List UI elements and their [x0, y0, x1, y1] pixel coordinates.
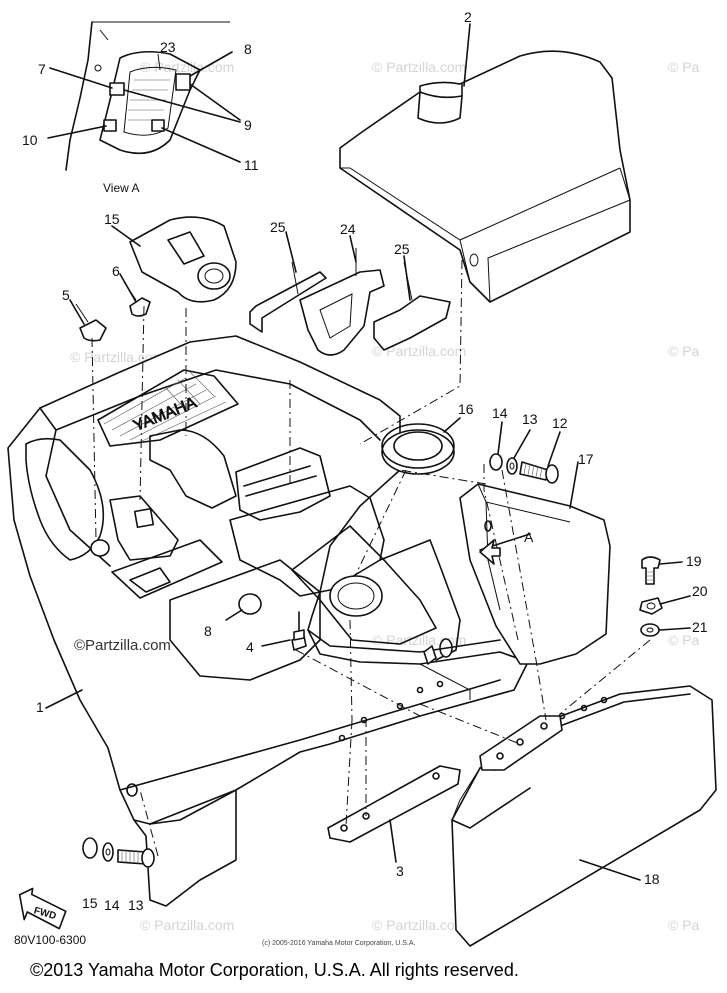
callout-24: 24	[340, 221, 356, 237]
fasteners-lower-12-13-14	[82, 837, 155, 868]
watermark-main: ©Partzilla.com	[74, 637, 171, 654]
callout-14-lower: 15	[82, 895, 98, 911]
part-18-panel	[451, 685, 717, 947]
callout-25-left: 25	[270, 219, 286, 235]
watermark-1: © Partzilla.com	[140, 59, 234, 75]
callout-6: 6	[112, 263, 120, 279]
fasteners-12-13-14	[489, 453, 559, 484]
leader-lines	[45, 23, 691, 881]
alignment-lines	[91, 259, 651, 857]
callout-11: 11	[244, 157, 259, 173]
callouts: 2 23 8 7 9 10 11 15 6 5 25 24 25 16 14 1…	[22, 9, 708, 913]
callout-20: 20	[692, 583, 708, 599]
callout-3: 3	[396, 863, 404, 879]
part-2-seat	[339, 50, 631, 303]
part-3-plate	[327, 715, 563, 843]
watermark-5: © Partzilla.com	[372, 343, 466, 359]
callout-12-lower: 13	[128, 897, 144, 913]
watermark-8: © Pa	[668, 632, 700, 648]
part-1-body: YAMAHA	[7, 335, 529, 907]
watermark-3: © Pa	[668, 59, 700, 75]
watermark-4: © Partzilla.com	[70, 349, 164, 365]
fasteners-19-20-21	[639, 556, 663, 637]
clips-5-6	[75, 281, 151, 342]
callout-8: 8	[204, 623, 212, 639]
view-a-clip-11	[151, 119, 165, 132]
callout-23: 23	[160, 39, 176, 55]
callout-9: 9	[244, 117, 252, 133]
callout-16: 16	[458, 401, 474, 417]
callout-12-upper: 12	[552, 415, 568, 431]
small-copyright: (c) 2005-2016 Yamaha Motor Corporation, …	[262, 940, 415, 947]
footer-copyright: ©2013 Yamaha Motor Corporation, U.S.A. A…	[30, 960, 519, 980]
callout-5: 5	[62, 287, 70, 303]
callout-25-right: 25	[394, 241, 410, 257]
view-a-clip-7	[109, 82, 125, 96]
watermark-6: © Pa	[668, 343, 700, 359]
callout-4: 4	[246, 639, 254, 655]
callout-13-upper: 13	[522, 411, 538, 427]
view-a-clip-10	[103, 119, 117, 132]
callout-8-view: 8	[244, 41, 252, 57]
part-17-panel	[459, 483, 611, 665]
part-number: 80V100-6300	[14, 933, 86, 947]
callout-7: 7	[38, 61, 46, 77]
callout-13-lower: 14	[104, 897, 120, 913]
watermark-10: © Partzilla.com	[372, 917, 466, 933]
view-a-inset: View A	[47, 21, 241, 195]
fwd-arrow: FWD	[18, 887, 67, 930]
view-a-marker: A	[479, 529, 534, 565]
callout-21: 21	[692, 619, 708, 635]
view-a-marker-label: A	[524, 529, 534, 545]
callout-10: 10	[22, 132, 38, 148]
callout-15: 15	[104, 211, 120, 227]
callout-18: 18	[644, 871, 660, 887]
callout-17: 17	[578, 451, 594, 467]
callout-2: 2	[464, 9, 472, 25]
view-a-clip-8	[175, 73, 191, 91]
part-16-grommet	[381, 423, 455, 475]
watermark-2: © Partzilla.com	[372, 59, 466, 75]
watermark-11: © Pa	[668, 917, 700, 933]
part-8-knob	[238, 593, 262, 615]
callout-19: 19	[686, 553, 702, 569]
brackets-24-25	[249, 248, 451, 356]
part-4-screw	[291, 611, 307, 651]
callout-1: 1	[36, 699, 44, 715]
view-a-label: View A	[103, 181, 139, 195]
part-15-cover	[129, 216, 237, 303]
callout-14-upper: 14	[492, 405, 508, 421]
watermark-9: © Partzilla.com	[140, 917, 234, 933]
